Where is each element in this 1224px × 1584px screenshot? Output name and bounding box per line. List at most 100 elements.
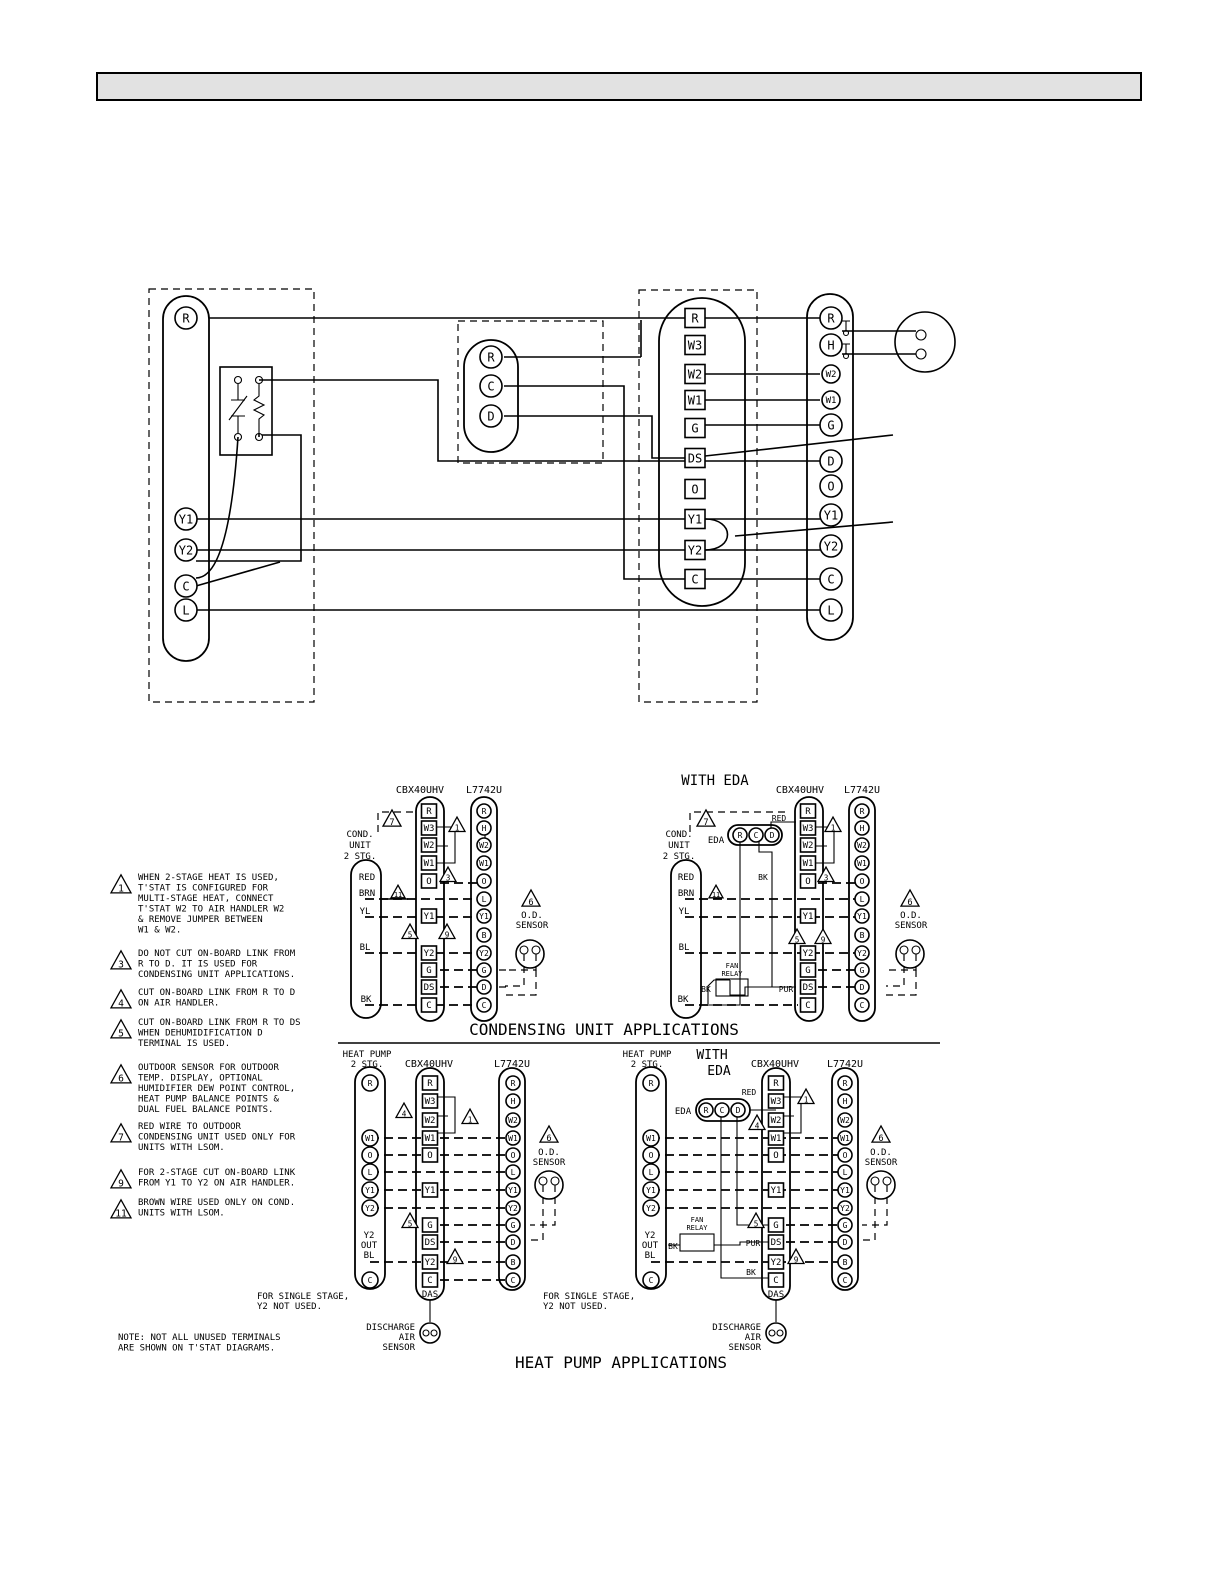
sub2-therm-terminal-11-ring	[854, 997, 870, 1013]
note-3-text-2: CONDENSING UNIT APPLICATIONS.	[138, 970, 295, 980]
sub2-eda-terminal-1-ring	[748, 827, 764, 843]
sub4-cbx-terminal-5-box	[767, 1182, 785, 1198]
main-left-terminal-1: Y1	[179, 512, 193, 526]
sub1-l7742-label: L7742U	[466, 785, 502, 796]
sub3-cbx-terminal-5-box	[421, 1182, 439, 1198]
sub4-red-label: RED	[742, 1088, 757, 1097]
note-5-text-1: WHEN DEHUMIDIFICATION D	[138, 1029, 263, 1039]
sub3-therm-terminal-6-ring	[505, 1182, 521, 1198]
sub2-therm-terminal-2-ring	[854, 837, 870, 853]
sub4-note-1: 1	[804, 1095, 809, 1104]
note-9-text-0: FOR 2-STAGE CUT ON-BOARD LINK	[138, 1168, 296, 1178]
sub4-discharge-0: DISCHARGE	[712, 1323, 761, 1333]
sub4-single-stage-0: FOR SINGLE STAGE,	[543, 1292, 635, 1302]
note-1-text-4: & REMOVE JUMPER BETWEEN	[138, 915, 263, 925]
sub4-cbx-terminal-4: O	[773, 1151, 778, 1161]
sub4-cbx-label: CBX40UHV	[751, 1059, 799, 1070]
sub1-cbx-terminal-7: G	[426, 966, 431, 976]
sub1-od-sensor-0: O.D.	[521, 911, 543, 921]
sub2-with-eda: WITH EDA	[681, 773, 749, 789]
sub1-cond-unit-1: UNIT	[349, 841, 371, 851]
main-right-terminal-6-ring	[819, 474, 843, 498]
sub4-therm-terminal-3-ring	[837, 1130, 853, 1146]
sub1-cbx-terminal-4-box	[420, 873, 438, 889]
note-7-symbol-triangle	[109, 1122, 133, 1143]
sub3-cbx-terminal-6-box	[421, 1217, 439, 1233]
sub4-heat-pump-0: HEAT PUMP	[623, 1050, 672, 1060]
sub4-discharge-2: SENSOR	[728, 1343, 761, 1353]
sub1-wire-bl: BL	[360, 943, 371, 953]
sub1-cond-unit-0: COND.	[346, 830, 373, 840]
main-left-terminal-1-ring	[174, 507, 198, 531]
sub3-outdoor-terminal-5-ring	[361, 1199, 379, 1217]
main-center-terminal-8: Y2	[688, 543, 702, 557]
sub3-note-6-triangle	[538, 1124, 560, 1143]
sub4-note-6-triangle	[870, 1124, 892, 1143]
sub4-note-5: 5	[754, 1219, 759, 1228]
sub1-cbx-terminal-2: W2	[424, 841, 435, 851]
sub2-therm-terminal-5: L	[860, 895, 865, 904]
sub3-therm-terminal-11: C	[511, 1276, 516, 1285]
sub2-cbx-terminal-3-box	[799, 855, 817, 871]
main-center-terminal-3: W1	[688, 393, 702, 407]
sub4-pur-label: PUR	[746, 1239, 761, 1248]
sub4-therm-terminal-9-ring	[837, 1234, 853, 1250]
sub3-therm-terminal-9-ring	[505, 1234, 521, 1250]
sub4-with-label: WITH	[696, 1048, 727, 1063]
sub1-cbx-terminal-3-box	[420, 855, 438, 871]
main-left-terminal-0: R	[182, 311, 190, 325]
sub4-cbx-terminal-9-box	[767, 1272, 785, 1288]
condensing-title: CONDENSING UNIT APPLICATIONS	[469, 1020, 739, 1039]
sub4-cbx-terminal-6-box	[767, 1217, 785, 1233]
sub1-cbx-terminal-5: Y1	[424, 912, 435, 922]
main-center-terminal-9: C	[691, 572, 698, 586]
sub3-cbx-terminal-3-box	[421, 1130, 439, 1146]
sub2-cond-unit-0: COND.	[665, 830, 692, 840]
sub4-fan-relay-1: RELAY	[686, 1224, 708, 1232]
note-9-symbol: 9	[118, 1178, 124, 1189]
sub4-outdoor-terminal-0: R	[649, 1079, 654, 1088]
main-right-terminal-8: Y2	[824, 539, 838, 553]
sub2-od-sensor-0: O.D.	[900, 911, 922, 921]
sub4-eda-title: EDA	[707, 1064, 731, 1079]
sub2-therm-terminal-4: O	[860, 877, 865, 886]
sub3-discharge-1: AIR	[399, 1333, 416, 1343]
sub3-cbx-terminal-4-box	[421, 1147, 439, 1163]
sub2-wire-yl: YL	[679, 907, 690, 917]
sub3-cbx-terminal-8: Y2	[425, 1258, 436, 1268]
sub3-outdoor-terminal-6: C	[368, 1276, 373, 1285]
main-right-terminal-4-ring	[819, 413, 843, 437]
sub1-therm-terminal-5-ring	[476, 891, 492, 907]
sub1-cbx-terminal-9-box	[420, 997, 438, 1013]
sub4-therm-terminal-2-ring	[837, 1112, 853, 1128]
main-center-terminal-0-box	[684, 307, 706, 329]
sub1-therm-terminal-2-ring	[476, 837, 492, 853]
note-5-text-2: TERMINAL IS USED.	[138, 1039, 230, 1049]
sub3-l7742-label: L7742U	[494, 1059, 530, 1070]
sub3-outdoor-terminal-0: R	[368, 1079, 373, 1088]
sub4-outdoor-terminal-3: L	[649, 1168, 654, 1177]
main-right-terminal-3: W1	[826, 396, 837, 406]
sub1-note-3: 3	[446, 873, 451, 882]
wiring-lines	[148, 288, 956, 1344]
sub1-cbx-terminal-8-box	[420, 979, 438, 995]
sub4-das-label: DAS	[768, 1290, 784, 1300]
note-1-symbol-triangle	[109, 873, 133, 894]
sub2-note-3: 3	[824, 873, 829, 882]
main-center-terminal-4-box	[684, 417, 706, 439]
sub2-pur-label: PUR	[779, 985, 794, 994]
sub4-cbx-terminal-9: C	[773, 1276, 778, 1286]
sub4-note-1-triangle	[796, 1087, 816, 1105]
note-4-text-0: CUT ON-BOARD LINK FROM R TO D	[138, 988, 295, 998]
diagram-terminals: RY1Y2CLRCDRW3W2W1GDSOY1Y2CRHW2W1GDOY1Y2C…	[109, 306, 928, 1372]
sub2-cbx-terminal-6-box	[799, 945, 817, 961]
main-right-terminal-7: Y1	[824, 508, 838, 522]
sub2-cbx-terminal-2: W2	[803, 841, 814, 851]
sub3-therm-terminal-3-ring	[505, 1130, 521, 1146]
note-7-symbol: 7	[118, 1132, 124, 1143]
sub2-eda-terminal-0-ring	[732, 827, 748, 843]
sub2-therm-terminal-0-ring	[854, 803, 870, 819]
main-right-terminal-10-ring	[819, 598, 843, 622]
sub3-cbx-terminal-8-box	[421, 1254, 439, 1270]
sub3-outdoor-terminal-0-ring	[361, 1074, 379, 1092]
